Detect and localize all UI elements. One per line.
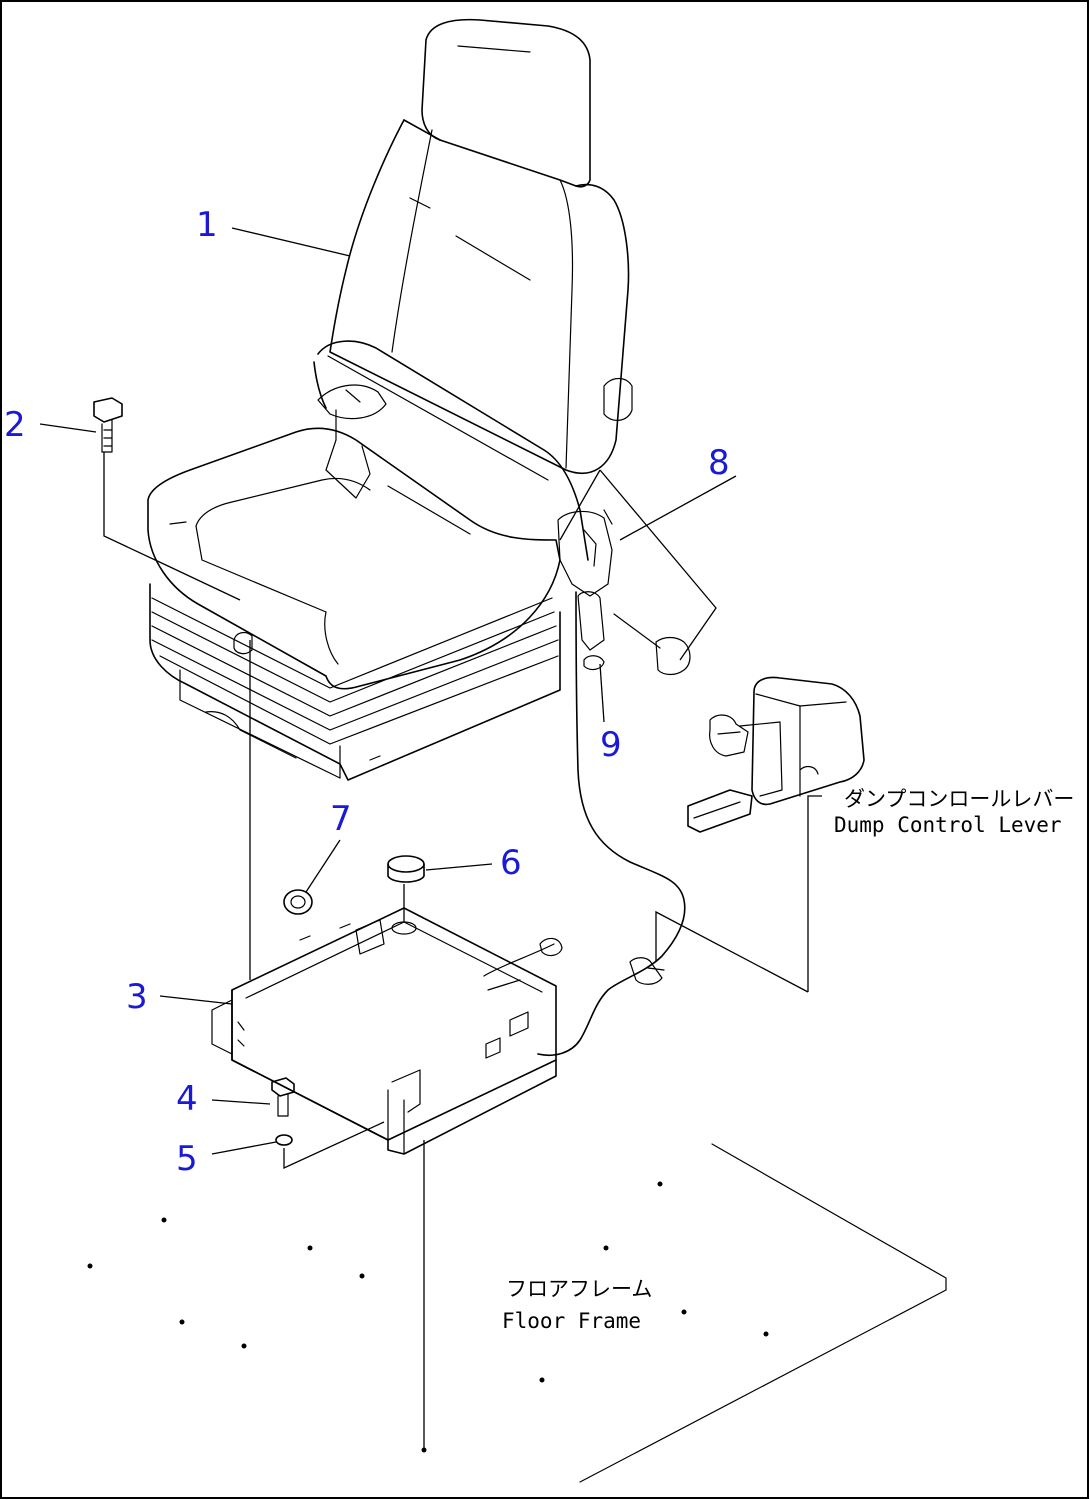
note-dump-control-lever-en: Dump Control Lever: [834, 813, 1062, 837]
part-5-washer[interactable]: [275, 1134, 293, 1146]
callout-1: 1: [196, 205, 218, 245]
seat-bracket[interactable]: [211, 907, 563, 1155]
wiring-harness[interactable]: [537, 591, 691, 1056]
callout-6: 6: [500, 843, 522, 883]
part-7-grommet[interactable]: [283, 889, 313, 915]
callout-2: 2: [4, 405, 26, 445]
dump-control-lever[interactable]: [687, 676, 865, 833]
callout-8: 8: [708, 443, 730, 483]
leader-lines: [39, 227, 822, 1453]
callout-3: 3: [126, 977, 148, 1017]
operator-seat[interactable]: [147, 18, 633, 781]
part-4-bolt[interactable]: [271, 1077, 295, 1117]
callout-4: 4: [176, 1079, 198, 1119]
callout-9: 9: [600, 725, 622, 765]
note-floor-frame-jp: フロアフレーム: [506, 1277, 652, 1301]
note-floor-frame-en: Floor Frame: [502, 1309, 641, 1333]
part-2-bolt[interactable]: [93, 397, 123, 453]
note-dump-control-lever-jp: ダンプコンロールレバー: [844, 787, 1074, 811]
part-6-cap[interactable]: [387, 855, 425, 935]
callout-5: 5: [176, 1139, 198, 1179]
floor-frame: [87, 1143, 947, 1483]
callout-7: 7: [330, 799, 352, 839]
